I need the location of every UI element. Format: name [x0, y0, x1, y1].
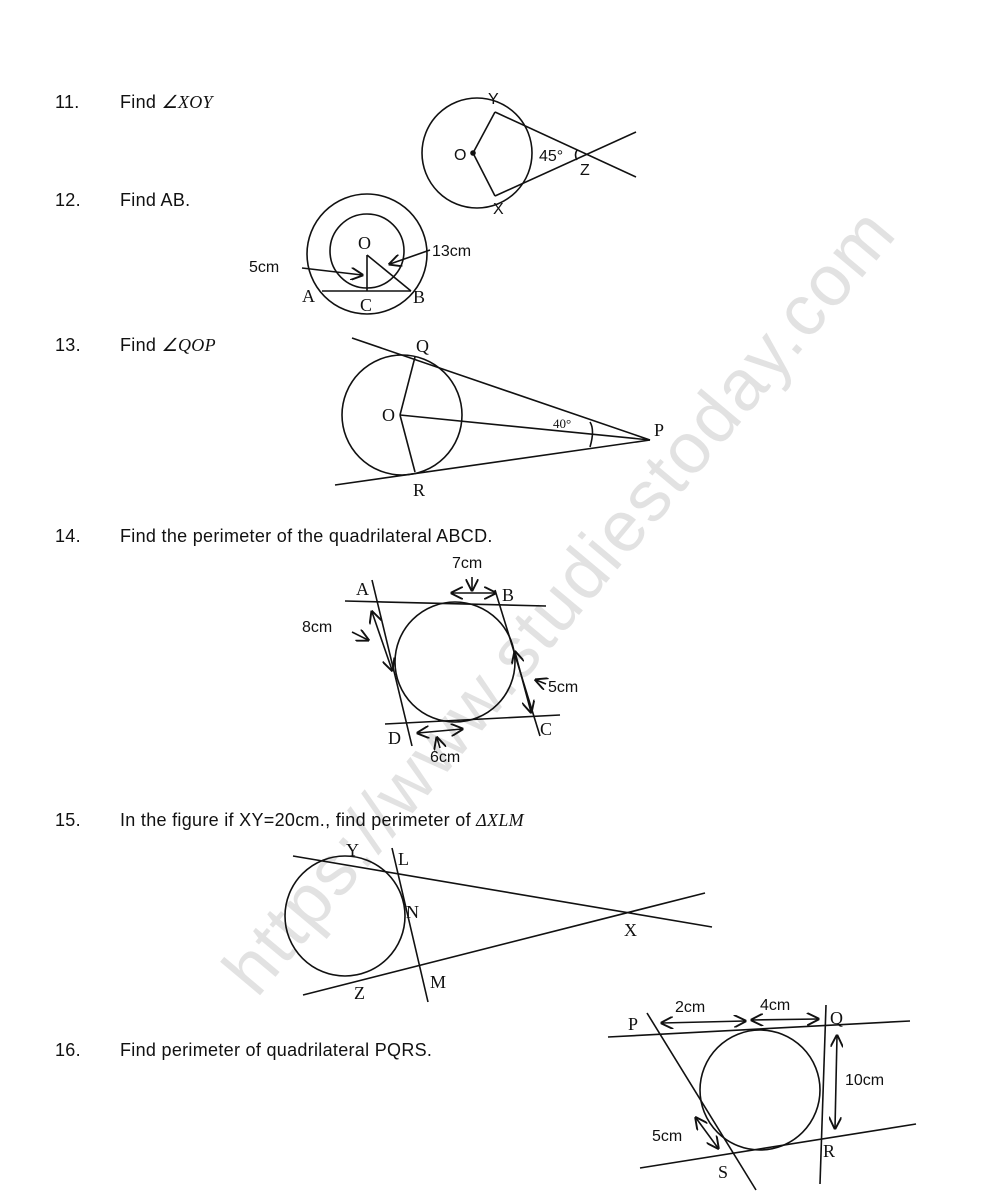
label-s: S — [718, 1162, 728, 1182]
question-text: In the figure if XY=20cm., find perimete… — [120, 810, 524, 831]
label-z: Z — [354, 983, 365, 1003]
label-o: O — [454, 147, 466, 164]
label-z: Z — [580, 162, 590, 179]
question-number: 16. — [55, 1040, 81, 1060]
label-b: B — [413, 287, 425, 307]
label-q: Q — [416, 336, 429, 356]
figure-13: Q R O P 40° — [334, 336, 664, 500]
label-a: A — [356, 579, 369, 599]
question-text: Find ∠QOP — [120, 335, 216, 356]
math-expression: ∠XOY — [161, 92, 213, 112]
label-o: O — [382, 405, 395, 425]
figure-12: O A C B 5cm 13cm — [249, 193, 471, 315]
length-label: 2cm — [675, 999, 705, 1016]
label-q: Q — [830, 1008, 843, 1028]
length-label: 5cm — [548, 679, 578, 696]
label-m: M — [430, 972, 446, 992]
question-text-body: In the figure if XY=20cm., find perimete… — [120, 810, 477, 830]
length-label: 13cm — [432, 243, 471, 260]
question-text-body: Find — [120, 92, 162, 112]
label-d: D — [388, 728, 401, 748]
question-text: Find AB. — [120, 190, 191, 210]
question-number: 14. — [55, 526, 81, 546]
figure-16: P Q R S 2cm 4cm 10cm 5cm — [607, 997, 917, 1191]
length-label: 4cm — [760, 997, 790, 1014]
figure-15: Y L N X M Z — [284, 840, 713, 1003]
label-x: X — [493, 201, 504, 218]
angle-label: 40° — [553, 416, 571, 431]
label-p: P — [654, 420, 664, 440]
question-number: 11. — [55, 92, 80, 112]
question-text: Find perimeter of quadrilateral PQRS. — [120, 1040, 433, 1060]
angle-label: 45° — [539, 148, 563, 165]
question-number: 15. — [55, 810, 81, 830]
label-a: A — [302, 286, 315, 306]
length-label: 7cm — [452, 555, 482, 572]
label-x: X — [624, 920, 637, 940]
length-label: 8cm — [302, 619, 332, 636]
label-c: C — [360, 295, 372, 315]
math-expression: ΔXLM — [476, 810, 524, 830]
label-p: P — [628, 1014, 638, 1034]
label-l: L — [398, 849, 409, 869]
label-n: N — [406, 902, 419, 922]
figure-11: Y X Z O 45° — [421, 91, 637, 218]
length-label: 5cm — [249, 259, 279, 276]
label-y: Y — [488, 91, 499, 108]
label-y: Y — [346, 840, 359, 860]
label-r: R — [823, 1141, 835, 1161]
question-number: 12. — [55, 190, 81, 210]
length-label: 6cm — [430, 749, 460, 766]
label-r: R — [413, 480, 425, 500]
length-label: 10cm — [845, 1072, 884, 1089]
math-expression: ∠QOP — [161, 335, 216, 355]
question-text: Find the perimeter of the quadrilateral … — [120, 526, 493, 546]
label-b: B — [502, 585, 514, 605]
question-text: Find ∠XOY — [120, 92, 213, 113]
question-number: 13. — [55, 335, 81, 355]
label-o: O — [358, 233, 371, 253]
label-c: C — [540, 719, 552, 739]
figure-14: A B C D 7cm 8cm 5cm 6cm — [302, 555, 578, 766]
length-label: 5cm — [652, 1128, 682, 1145]
question-text-body: Find — [120, 335, 162, 355]
